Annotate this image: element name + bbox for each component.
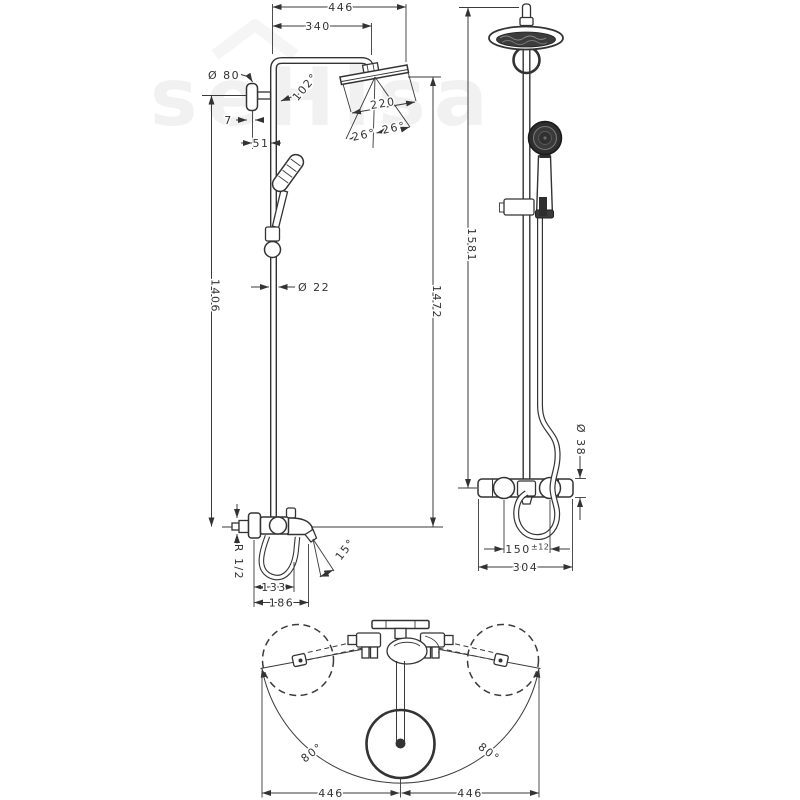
dim-total-width: 446 [272, 0, 407, 62]
dim-valve-diameter: Ø 38 [573, 422, 589, 520]
spray-face-front [496, 31, 556, 48]
dim-pipe-diameter: Ø 22 [251, 279, 330, 295]
swivel-circle-left [261, 623, 335, 697]
hose-loop-side [258, 535, 301, 581]
front-view: 1581 Ø 38 150 ±12 304 [458, 3, 589, 575]
slider-holder-front [499, 197, 547, 216]
dim-label-pipe-diameter: Ø 22 [298, 281, 330, 294]
dim-spout-angle: 15° [312, 534, 359, 578]
watermark-text: seHisa [150, 51, 496, 144]
dim-label-valve-diameter: Ø 38 [574, 424, 587, 456]
mixer-knob [268, 516, 288, 535]
dim-label-spout-angle: 15° [333, 536, 358, 563]
shower-hose-front [513, 213, 561, 540]
dim-label-connection: R 1/2 [232, 544, 245, 580]
dim-bracket-diameter: Ø 80 [207, 68, 253, 84]
dim-label-total-height: 1581 [465, 228, 478, 262]
dim-connection: R 1/2 [231, 504, 247, 582]
dim-label-rail-height: 1406 [209, 279, 222, 313]
dim-label-arm-reach: 340 [305, 20, 331, 33]
thermostat-valve [477, 476, 574, 505]
dim-label-reach-right: 446 [457, 787, 483, 800]
dim-label-head-width: 220 [369, 95, 396, 112]
dim-label-valve-width: 304 [513, 561, 539, 574]
dim-label-supply-spacing: 150 [505, 543, 531, 556]
dim-wall-offset: 51 [241, 111, 281, 151]
wall-bracket-side [245, 82, 272, 112]
watermark: seHisa [150, 19, 496, 144]
slider-holder-side [264, 226, 281, 242]
dim-rail-height: 1406 [202, 95, 246, 527]
valve-top-view [347, 619, 454, 749]
dim-supply-spacing: 150 ±12 [484, 500, 570, 557]
watermark-house-icon [211, 19, 299, 60]
swivel-circle-right [466, 623, 540, 697]
dim-label-total-width: 446 [328, 1, 354, 14]
dim-label-head-height: 1472 [430, 285, 443, 319]
mixer-wall-flange [247, 512, 262, 539]
dim-label-bracket-depth: 7 [224, 114, 233, 127]
dim-label-spout-total: 186 [269, 596, 295, 609]
dim-spout-reach: 133 [253, 540, 295, 607]
temperature-knob [492, 476, 516, 500]
overhead-shower-top-view [365, 708, 436, 780]
overhead-head-face-line [341, 69, 409, 82]
dim-label-reach-left: 446 [318, 787, 344, 800]
bath-mixer [231, 507, 318, 543]
dim-label-supply-tolerance: ±12 [531, 543, 549, 552]
top-view: 80° 80° 446 446 [260, 619, 541, 800]
dim-swivel-arc: 80° 80° [260, 668, 541, 784]
arm-pivot-top [395, 738, 406, 749]
dim-swivel-reach: 446 446 [261, 671, 540, 800]
dim-total-height: 1581 [458, 7, 519, 489]
dim-valve-width: 304 [478, 499, 573, 575]
hose-connector-ball [263, 240, 282, 259]
overhead-shower-front [488, 3, 564, 51]
dim-label-wall-offset: 51 [253, 137, 270, 150]
dim-spout-total: 186 [254, 544, 309, 611]
dim-label-bracket-diameter: Ø 80 [208, 69, 240, 82]
dim-label-spout-reach: 133 [261, 581, 287, 594]
dim-arm-reach: 340 [272, 18, 372, 55]
dim-head-height: 1472 [408, 76, 445, 527]
mixer-spout-tip [304, 528, 318, 543]
dim-head-spray: 220 26° 26° [342, 71, 417, 149]
dim-bracket-depth: 7 [223, 113, 264, 129]
hand-shower-side [263, 153, 305, 259]
